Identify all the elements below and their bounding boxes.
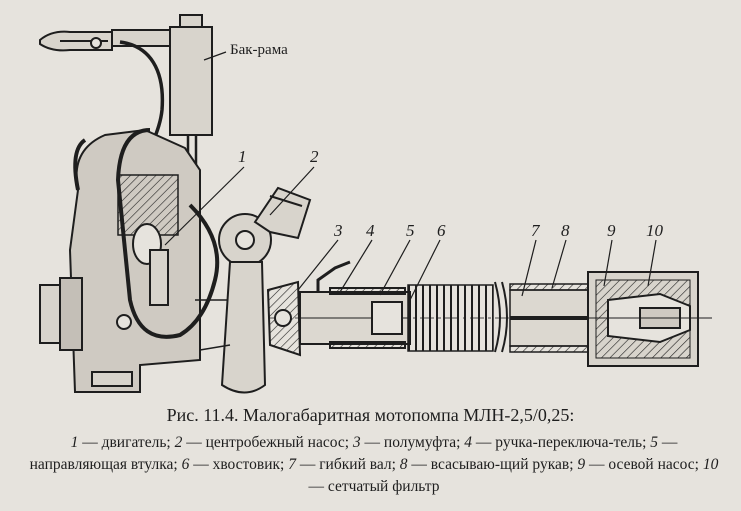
figure-caption-title: Рис. 11.4. Малогабаритная мотопомпа МЛН-… xyxy=(166,405,575,425)
callouts: 1 2 3 4 5 6 7 8 9 10 xyxy=(238,147,664,240)
legend-item-number: 7 xyxy=(288,456,296,473)
leader-lines xyxy=(164,166,657,301)
legend-item-number: 10 xyxy=(702,456,719,473)
legend-item-text: — центробежный насос; xyxy=(182,434,353,451)
half-coupling xyxy=(266,280,302,357)
axial-pump-filter xyxy=(587,271,712,367)
callout-6: 6 xyxy=(437,221,446,240)
switch-handle xyxy=(316,260,351,300)
legend-item-text: — полумуфта; xyxy=(360,434,465,451)
guide-sleeve xyxy=(299,287,411,349)
callout-7: 7 xyxy=(531,221,541,240)
legend-item-number: 2 xyxy=(174,434,183,451)
legend-item: 8 — всасываю-щий рукав; xyxy=(400,456,578,473)
legend-item: 3 — полумуфта; xyxy=(353,434,464,451)
callout-3: 3 xyxy=(333,221,343,240)
legend-item-text: — сетчатый фильтр xyxy=(308,478,440,495)
callout-2: 2 xyxy=(310,147,319,166)
callout-8: 8 xyxy=(561,221,570,240)
legend-item-number: 6 xyxy=(181,456,190,473)
handle xyxy=(39,29,173,52)
legend-item-text: — хвостовик; xyxy=(189,456,289,473)
fuel-hose xyxy=(115,128,220,339)
motopump-diagram: Бак-рама xyxy=(39,14,712,394)
engine xyxy=(39,128,201,393)
legend-item: 4 — ручка-переключа-тель; xyxy=(464,434,650,451)
legend-item: 10 — сетчатый фильтр xyxy=(309,456,719,495)
callout-10: 10 xyxy=(646,221,664,240)
legend-item-text: — двигатель; xyxy=(78,434,175,451)
legend-item-text: — осевой насос; xyxy=(585,456,703,473)
callout-1: 1 xyxy=(238,147,247,166)
legend-item-number: 8 xyxy=(399,456,408,473)
legend-item: 2 — центробежный насос; xyxy=(175,434,353,451)
callout-5: 5 xyxy=(406,221,415,240)
legend-item: 1 — двигатель; xyxy=(71,434,175,451)
legend-item-text: — ручка-переключа-тель; xyxy=(472,434,651,451)
callout-4: 4 xyxy=(366,221,375,240)
corrugated-hose xyxy=(407,281,591,353)
legend-item: 9 — осевой насос; xyxy=(577,456,702,473)
legend-item-text: — всасываю-щий рукав; xyxy=(407,456,578,473)
legend-item-number: 5 xyxy=(650,434,659,451)
legend-item: 6 — хвостовик; xyxy=(182,456,289,473)
legend-item-text: — гибкий вал; xyxy=(295,456,400,473)
centrifugal-pump xyxy=(195,186,312,394)
legend-item-text: — направляющая втулка; xyxy=(29,434,678,473)
legend-item: 7 — гибкий вал; xyxy=(288,456,400,473)
legend-item-number: 4 xyxy=(464,434,473,451)
figure-caption-legend: 1 — двигатель; 2 — центробежный насос; 3… xyxy=(28,432,720,498)
legend-item-number: 3 xyxy=(352,434,361,451)
callout-9: 9 xyxy=(607,221,616,240)
tank-label: Бак-рама xyxy=(230,42,288,58)
legend-item-number: 9 xyxy=(577,456,586,473)
legend-item-number: 1 xyxy=(70,434,79,451)
legend-item: 5 — направляющая втулка; xyxy=(30,434,678,473)
